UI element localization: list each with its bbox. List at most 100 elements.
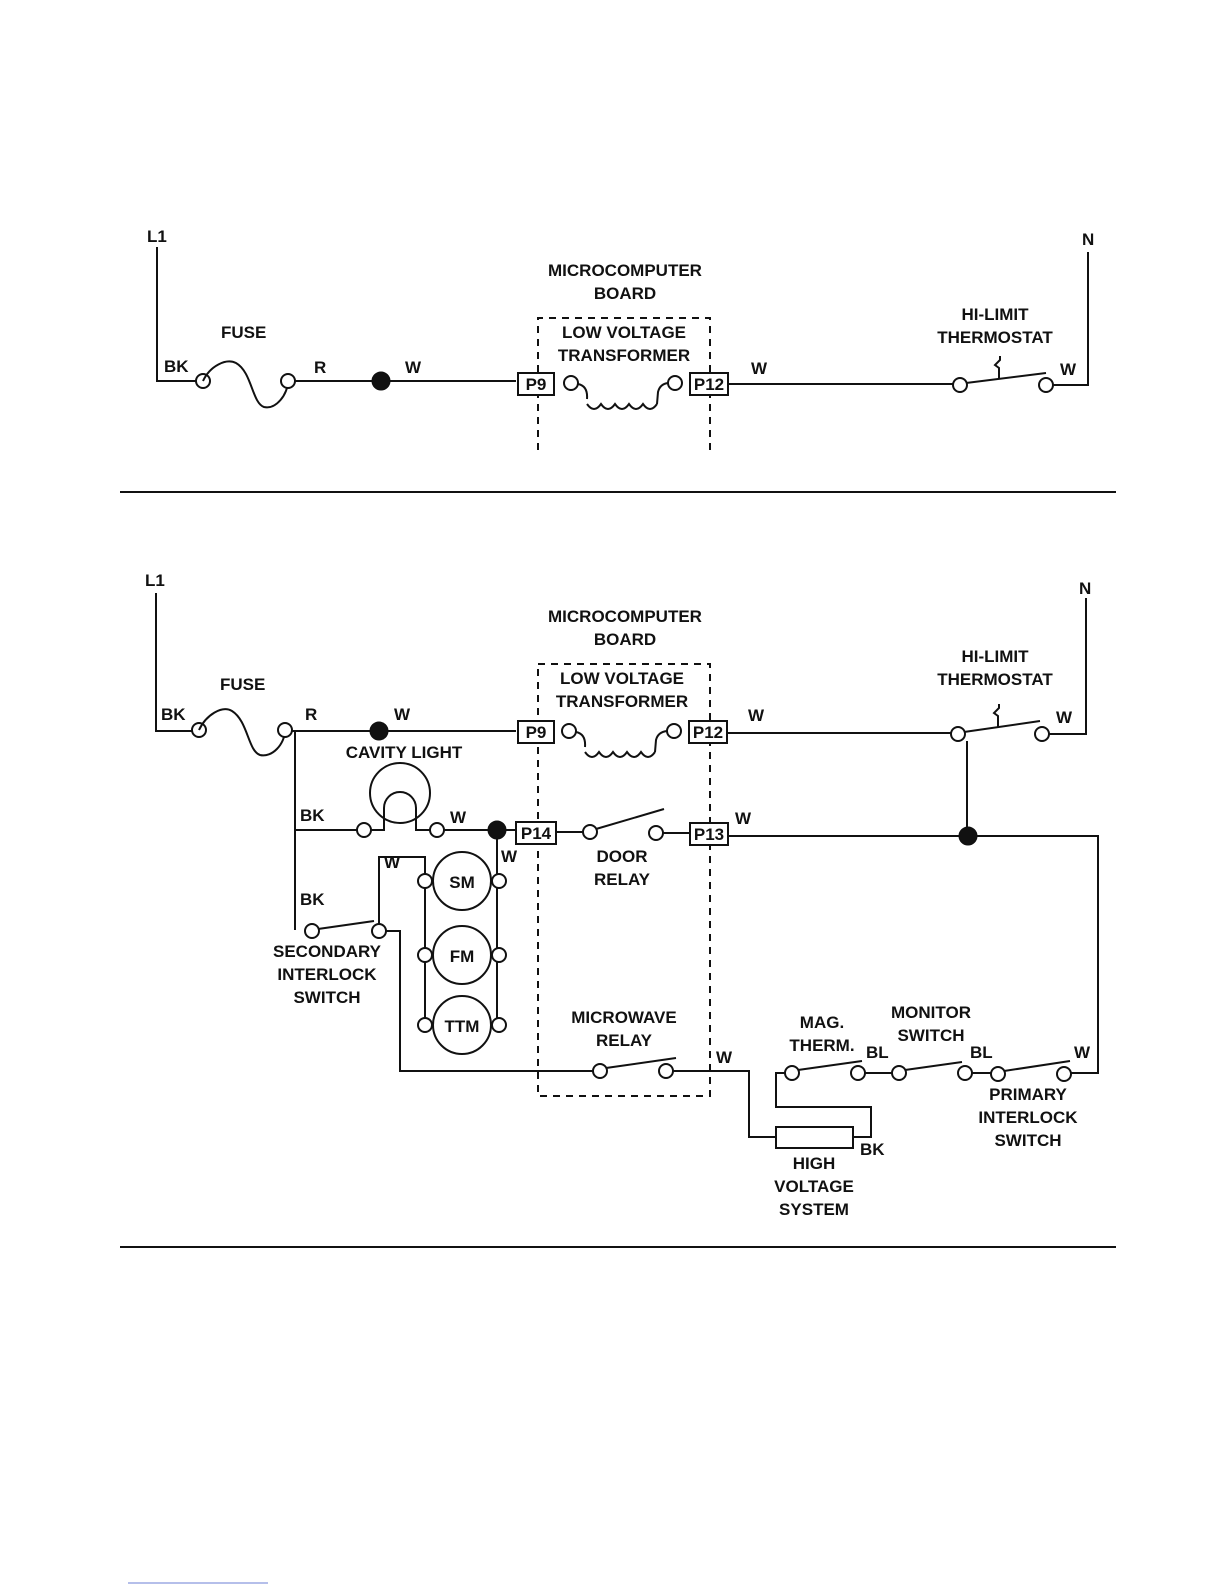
junction-p14 (487, 820, 507, 840)
monitor-label-2: SWITCH (897, 1026, 964, 1045)
mw-label-1: MICROWAVE (571, 1008, 676, 1027)
sm-label: SM (449, 873, 475, 892)
junction-1 (371, 371, 391, 391)
ttm-label: TTM (445, 1017, 480, 1036)
p12-label: P12 (694, 375, 724, 394)
w-label-after-p12: W (748, 706, 765, 725)
l1-label: L1 (147, 227, 167, 246)
p12-label-2: P12 (693, 723, 723, 742)
secondary-label-2: INTERLOCK (277, 965, 377, 984)
board-label-1: MICROCOMPUTER (548, 261, 702, 280)
r-label-2: R (305, 705, 317, 724)
hv-label-1: HIGH (793, 1154, 836, 1173)
high-voltage-system (775, 1126, 854, 1149)
w-motors-left-label: W (384, 853, 401, 872)
fuse (195, 360, 296, 409)
p9-connector (517, 372, 555, 396)
l1-wire-2 (155, 593, 194, 732)
bk-secondary-label: BK (300, 890, 325, 909)
board-label-2: BOARD (594, 284, 656, 303)
mag-label-1: MAG. (800, 1013, 844, 1032)
spit-motor: SM (417, 851, 507, 911)
neutral-right-wire (727, 835, 1099, 1074)
bk-label-2: BK (161, 705, 186, 724)
mw-label-2: RELAY (596, 1031, 653, 1050)
primary-label-2: INTERLOCK (978, 1108, 1078, 1127)
hi-limit-thermostat (952, 356, 1054, 393)
diagram-1-standby-circuit: L1 BK FUSE R W MICROCOMPUTER BOARD LOW V… (147, 227, 1094, 450)
microwave-relay (592, 1057, 677, 1079)
secondary-interlock-switch (304, 920, 387, 939)
bl-label-1: BL (866, 1043, 889, 1062)
secondary-label-3: SWITCH (293, 988, 360, 1007)
hv-label-3: SYSTEM (779, 1200, 849, 1219)
turntable-motor: TTM (417, 995, 507, 1055)
p9-label: P9 (526, 375, 547, 394)
junction-l1 (369, 721, 389, 741)
primary-label-3: SWITCH (994, 1131, 1061, 1150)
hilimit-label-2a: HI-LIMIT (961, 647, 1029, 666)
door-label-1: DOOR (597, 847, 648, 866)
door-label-2: RELAY (594, 870, 651, 889)
fan-motor: FM (417, 925, 507, 985)
w-label-hilimit: W (1056, 708, 1073, 727)
cavity-light (356, 762, 445, 838)
w-label-left: W (405, 358, 422, 377)
hi-limit-thermostat-2 (950, 704, 1050, 742)
w-label-mid: W (751, 359, 768, 378)
door-relay (556, 808, 690, 841)
n-label: N (1082, 230, 1094, 249)
fuse-label-2: FUSE (220, 675, 265, 694)
p9-label-2: P9 (526, 723, 547, 742)
hv-bk-wire (775, 1072, 872, 1138)
cavity-light-label: CAVITY LIGHT (346, 743, 463, 762)
secondary-to-mw-wire (386, 930, 594, 1072)
p13-label: P13 (694, 825, 724, 844)
r-label: R (314, 358, 326, 377)
monitor-label-1: MONITOR (891, 1003, 971, 1022)
bk-label: BK (164, 357, 189, 376)
mw-to-hv-wire (673, 1070, 776, 1138)
hv-label-2: VOLTAGE (774, 1177, 854, 1196)
secondary-label-1: SECONDARY (273, 942, 382, 961)
w-light-label: W (450, 808, 467, 827)
w-label-right: W (1060, 360, 1077, 379)
xfmr-label-2b: TRANSFORMER (556, 692, 688, 711)
bl-label-2: BL (970, 1043, 993, 1062)
mag-label-2: THERM. (789, 1036, 854, 1055)
motors-left-rail (378, 856, 426, 1025)
low-voltage-transformer (563, 375, 683, 410)
bk-light-label: BK (300, 806, 325, 825)
w-motors-right-label: W (501, 847, 518, 866)
w-mw-label: W (716, 1048, 733, 1067)
board-label-2b: BOARD (594, 630, 656, 649)
p9-connector-2 (517, 720, 555, 744)
xfmr-label-1: LOW VOLTAGE (562, 323, 686, 342)
board-label-2a: MICROCOMPUTER (548, 607, 702, 626)
hilimit-label-2b: THERMOSTAT (937, 670, 1053, 689)
board-boundary-2 (537, 663, 711, 1097)
fm-label: FM (450, 947, 475, 966)
primary-label-1: PRIMARY (989, 1085, 1067, 1104)
n-wire (1053, 252, 1089, 386)
fuse-2 (191, 708, 293, 757)
bk-hv-label: BK (860, 1140, 885, 1159)
p14-label: P14 (521, 824, 552, 843)
hilimit-label-2: THERMOSTAT (937, 328, 1053, 347)
n-wire-2 (1049, 598, 1087, 735)
primary-interlock-switch (990, 1060, 1072, 1082)
w-p13-label: W (735, 809, 752, 828)
w-label-after-r: W (394, 705, 411, 724)
xfmr-label-2: TRANSFORMER (558, 346, 690, 365)
w-primary-label: W (1074, 1043, 1091, 1062)
l1-label-2: L1 (145, 571, 165, 590)
l1-wire (156, 247, 196, 382)
low-voltage-transformer-2 (561, 723, 682, 758)
magnetron-thermostat (784, 1060, 866, 1081)
fuse-label: FUSE (221, 323, 266, 342)
p13-connector (689, 822, 729, 846)
xfmr-label-2a: LOW VOLTAGE (560, 669, 684, 688)
n-label-2: N (1079, 579, 1091, 598)
diagram-2-full-circuit: L1 BK FUSE R W MICROCOMPUTER BOARD LOW V… (145, 571, 1099, 1219)
